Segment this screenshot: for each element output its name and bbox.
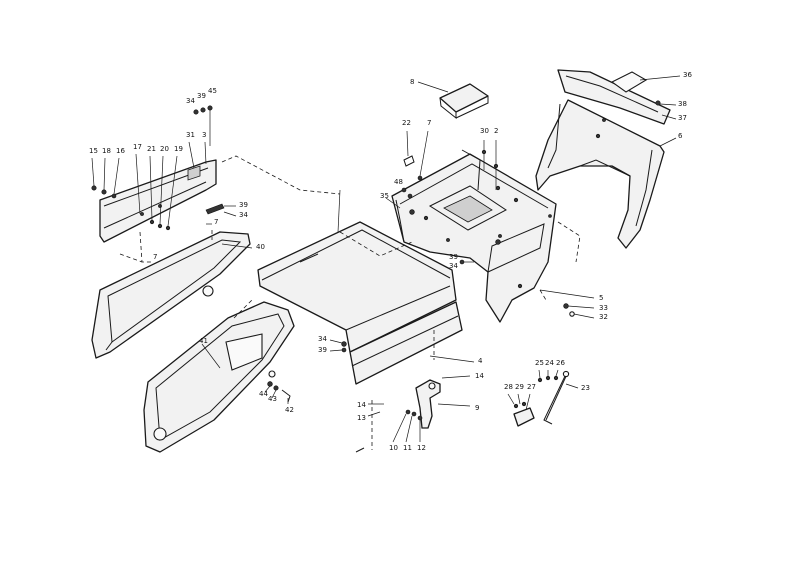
callout-c2: 2 [494,127,498,135]
callout-c16: 16 [116,147,125,155]
part-27-bracket [507,369,559,427]
callout-c41: 41 [199,337,208,345]
callout-c15: 15 [89,147,98,155]
callout-c45: 45 [208,87,217,95]
hardware-top-fasteners [385,130,499,209]
callout-c34c: 34 [449,262,458,270]
callout-c11: 11 [403,444,412,452]
callout-c39c: 39 [449,253,458,261]
callout-c29: 29 [515,383,524,391]
callout-c38: 38 [678,100,687,108]
callout-c39a: 39 [197,92,206,100]
hardware-39-34-chassis [459,259,474,265]
callout-c35: 35 [380,192,389,200]
callout-c26: 26 [556,359,565,367]
callout-c12: 12 [417,444,426,452]
callout-c18: 18 [102,147,111,155]
callout-c28: 28 [504,383,513,391]
callout-c13: 13 [357,414,366,422]
part-8-cover-plate [417,81,489,120]
callout-c37: 37 [678,114,687,122]
hardware-39-34-mid [205,203,237,225]
callout-c9: 9 [475,404,479,412]
callout-c43: 43 [268,395,277,403]
hardware-33-32 [563,303,595,319]
callout-c14a: 14 [475,372,484,380]
part-40-side-panel [91,231,253,359]
callout-c27: 27 [527,383,536,391]
part-23-rod [543,370,579,425]
callout-c34a: 34 [186,97,195,105]
part-41-side-panel [143,301,295,453]
callout-c17: 17 [133,143,142,151]
callout-c24: 24 [545,359,554,367]
callout-c20: 20 [160,145,169,153]
callout-c6: 6 [678,132,683,140]
part-3-upper-rail [99,141,217,243]
callout-c48: 48 [394,178,403,186]
part-9-latch-bracket [415,375,471,429]
callout-c4: 4 [478,357,483,365]
callout-c34d: 34 [318,335,327,343]
callout-c14b: 14 [357,401,366,409]
callout-c39b: 39 [239,201,248,209]
callout-c22: 22 [402,119,411,127]
callout-c25: 25 [535,359,544,367]
callout-c31: 31 [186,131,195,139]
hardware-left-fasteners [91,153,178,231]
callout-c3: 3 [202,131,206,139]
callout-c7b: 7 [214,218,218,226]
callout-c32: 32 [599,313,608,321]
callout-c40: 40 [256,243,265,251]
part-4-top-panel [257,189,475,385]
assembly-dashed-lines [119,155,581,450]
callout-c39d: 39 [318,346,327,354]
callout-c19: 19 [174,145,183,153]
callout-c21: 21 [147,145,156,153]
callout-c30: 30 [480,127,489,135]
callout-c34b: 34 [239,211,248,219]
callout-c5: 5 [599,294,603,302]
callout-c10: 10 [389,444,398,452]
callout-c42: 42 [285,406,294,414]
main-frame-chassis [391,149,595,323]
part-6-rear-shroud [535,99,677,249]
hardware-10-11-12 [355,403,423,453]
callout-c44: 44 [259,390,268,398]
callout-c36: 36 [683,71,692,79]
part-36-37-hood-top [557,69,681,125]
callout-c33: 33 [599,304,608,312]
callout-c7c: 7 [153,253,157,261]
hardware-34-39-panel [329,339,347,353]
hardware-34-39-45 [193,105,213,146]
callout-c23: 23 [581,384,590,392]
callout-c7a: 7 [427,119,431,127]
hardware-42-43-44 [264,381,291,404]
callout-c8: 8 [410,78,414,86]
